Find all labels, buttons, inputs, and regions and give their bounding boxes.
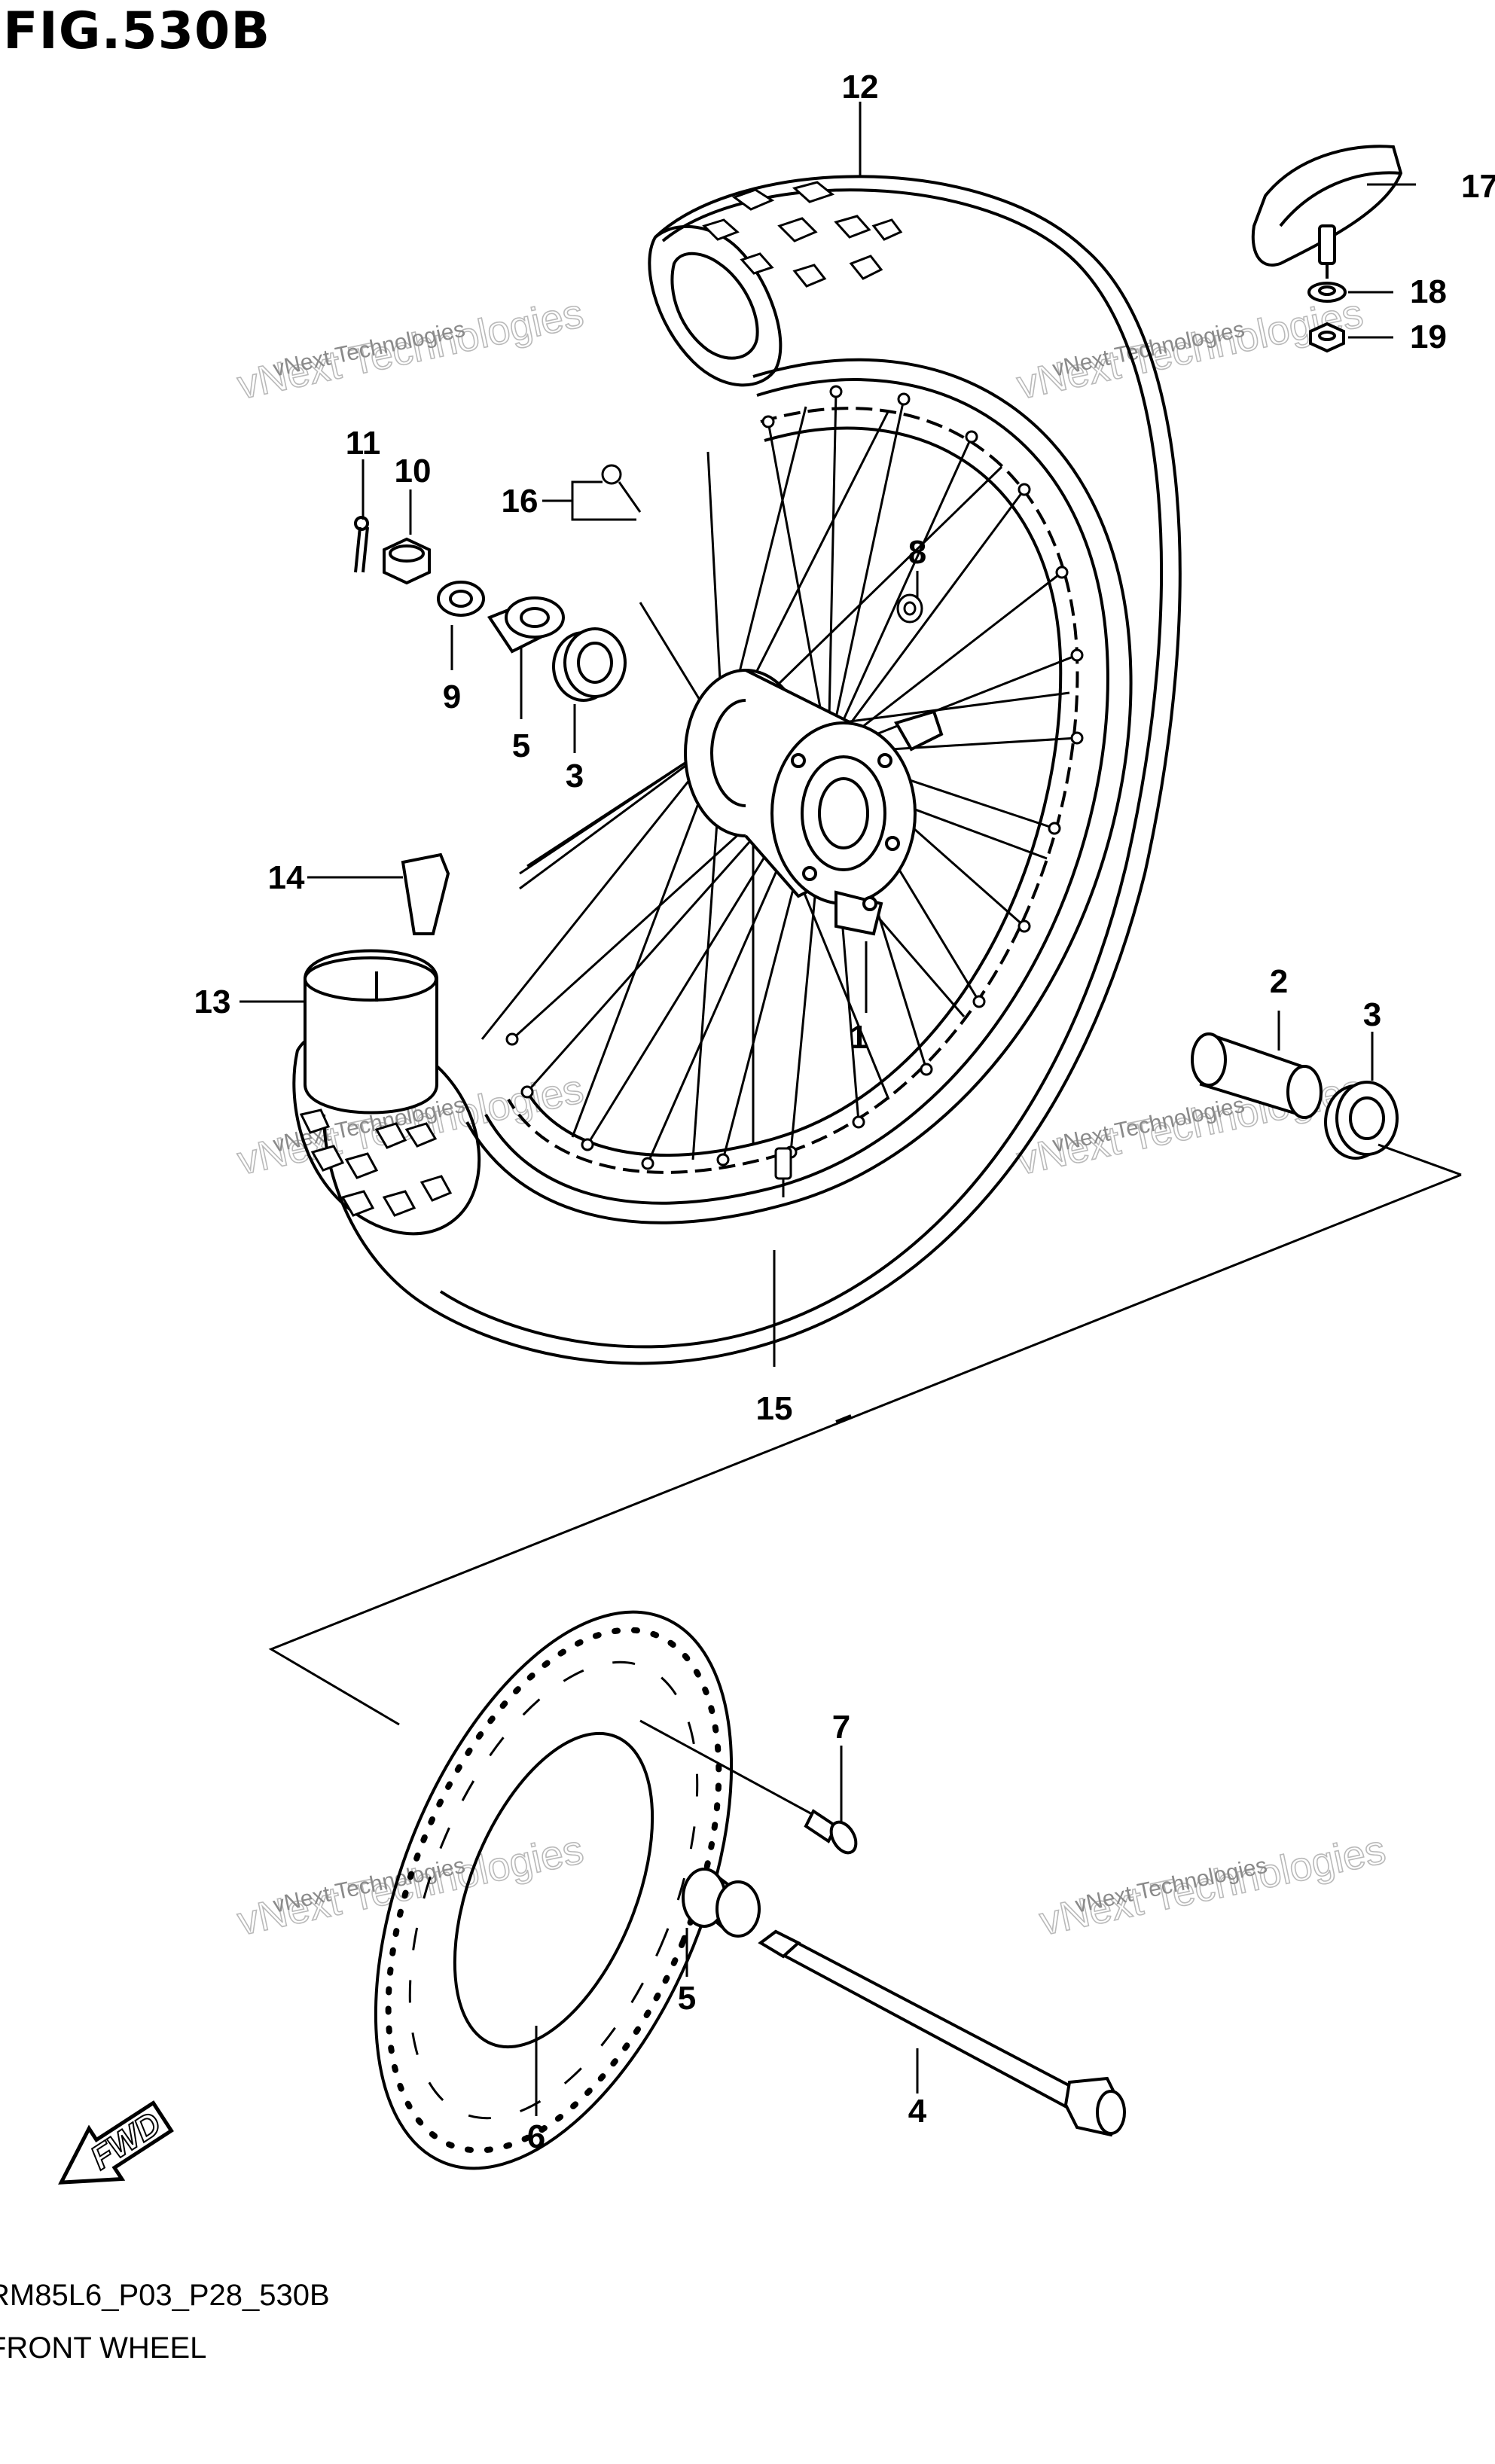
callout-6: 6	[527, 2118, 545, 2155]
explode-lines	[268, 1143, 1462, 1726]
inner-tube	[1251, 145, 1403, 279]
spoke-part	[601, 464, 642, 513]
bearing-top	[552, 627, 627, 702]
callout-13: 13	[194, 983, 231, 1020]
valve-washer	[1307, 282, 1347, 303]
watermark-6: vNext Technologies vNext Technologies	[1035, 1826, 1390, 1944]
callout-8: 8	[908, 534, 926, 571]
callout-3-top: 3	[566, 758, 584, 794]
callout-3-right: 3	[1363, 996, 1381, 1033]
callout-19: 19	[1410, 319, 1447, 355]
spoke-nipples	[505, 385, 1084, 1170]
fwd-arrow-icon: FWD	[58, 2100, 174, 2185]
bearing-right	[1324, 1081, 1399, 1160]
callout-7: 7	[832, 1709, 850, 1746]
valve-stem	[774, 1147, 792, 1197]
callouts: 12 17 18 19 11 10 16 8 9 5 3 14 13 1 2 3…	[194, 69, 1495, 2155]
hub	[684, 669, 944, 936]
figure-name: FRONT WHEEL	[0, 2331, 207, 2365]
spacer	[1191, 1032, 1323, 1119]
callout-18: 18	[1410, 273, 1447, 310]
tire-knobs-top	[702, 181, 903, 288]
callout-16: 16	[502, 483, 539, 520]
watermark-1: vNext Technologies vNext Technologies	[233, 290, 587, 408]
collar-top	[487, 596, 565, 654]
callout-10: 10	[395, 453, 432, 489]
figure-title: FIG.530B	[3, 2, 271, 61]
callout-2: 2	[1270, 963, 1288, 1000]
callout-4: 4	[908, 2093, 927, 2130]
drawing-code: RM85L6_P03_P28_530B	[0, 2279, 330, 2312]
rim-band	[304, 852, 450, 1115]
leader-lines	[240, 102, 1416, 2116]
spoke-nipple-part	[896, 593, 923, 624]
watermark-2: vNext Technologies vNext Technologies	[1012, 290, 1367, 408]
valve-nut	[1309, 322, 1345, 353]
callout-9: 9	[443, 679, 461, 715]
tire-knobs-bottom	[299, 1108, 453, 1217]
axle	[758, 1929, 1126, 2137]
callout-11: 11	[346, 425, 381, 462]
axle-nut	[383, 537, 431, 585]
washer	[437, 581, 485, 617]
callout-5-bottom: 5	[678, 1980, 696, 2017]
callout-12: 12	[842, 69, 879, 105]
disc-screw	[639, 1719, 858, 1855]
cotter-pin	[354, 516, 369, 573]
callout-1: 1	[850, 1019, 868, 1056]
callout-15: 15	[756, 1390, 793, 1427]
callout-5-top: 5	[512, 727, 530, 764]
callout-14: 14	[268, 859, 305, 896]
collar-bottom	[682, 1868, 761, 1938]
tire	[292, 175, 1182, 1365]
brake-disc	[374, 1610, 734, 2170]
callout-17: 17	[1461, 168, 1495, 205]
